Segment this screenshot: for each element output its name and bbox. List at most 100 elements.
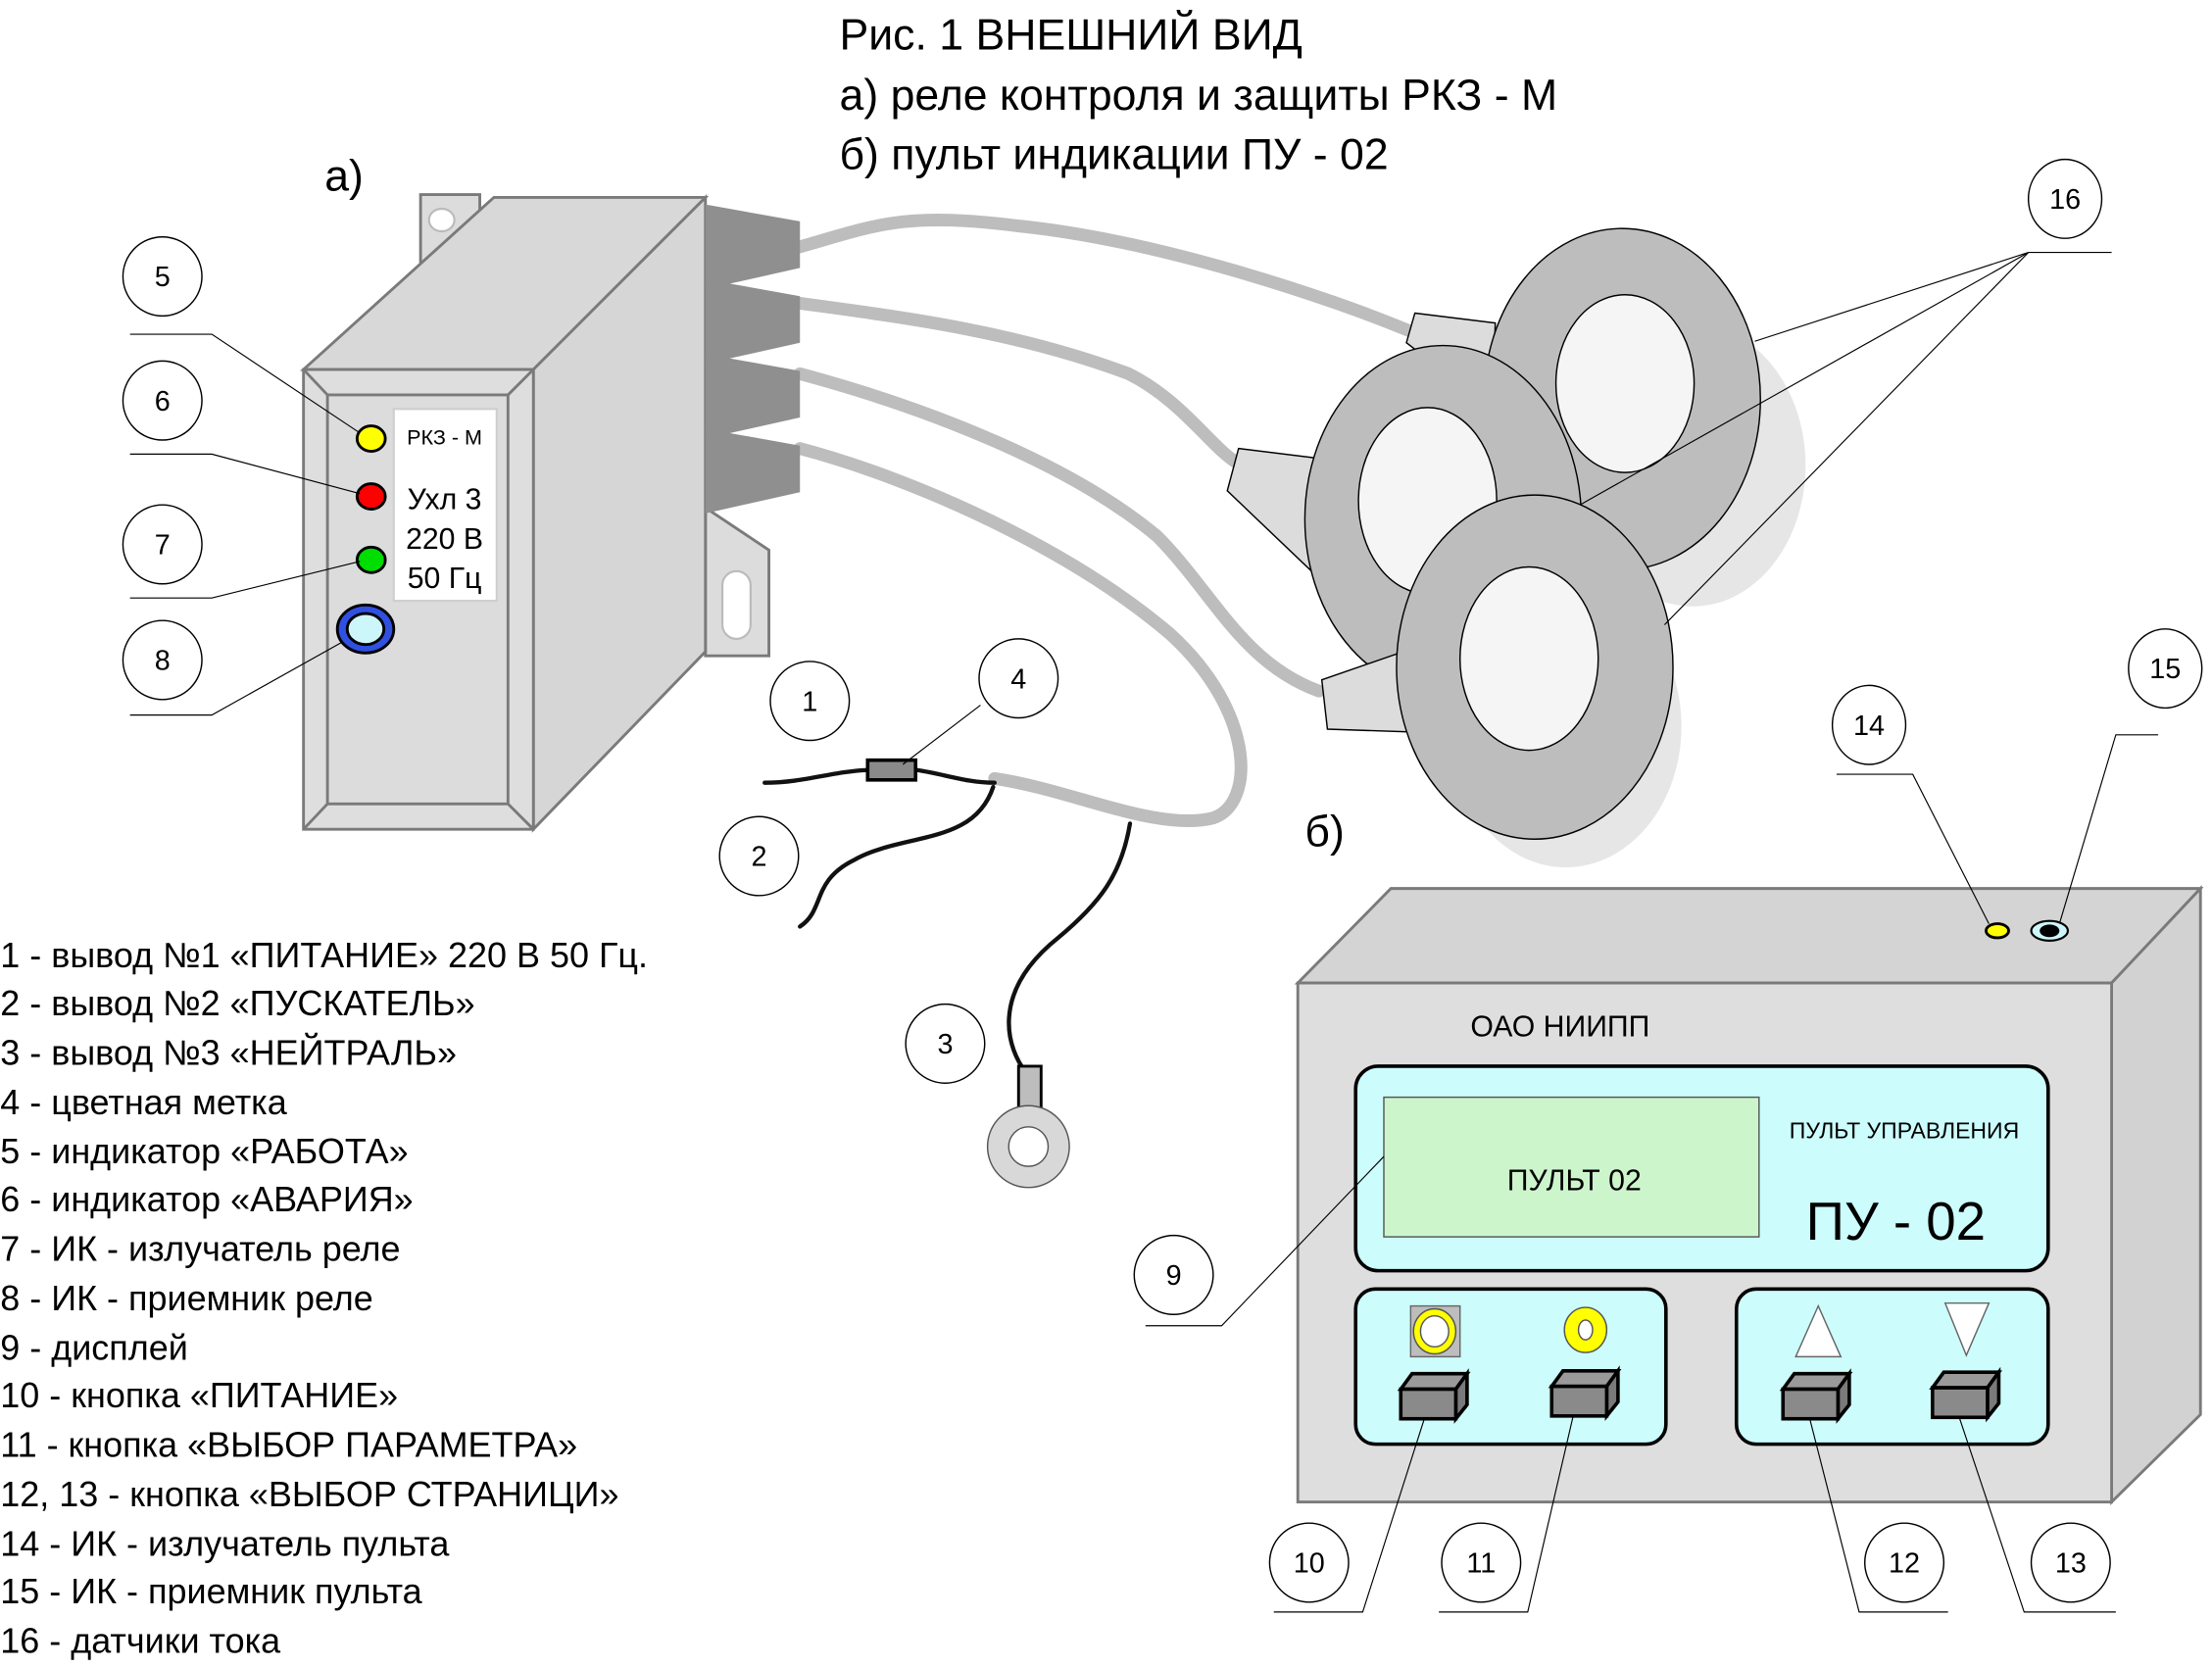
param-symbol-center (1577, 1319, 1594, 1341)
output-wires (762, 758, 1133, 1189)
legend-item: 14 - ИК - излучатель пульта (0, 1523, 449, 1563)
svg-text:15: 15 (2149, 654, 2181, 685)
mount-hole-right (720, 569, 752, 640)
wire-3-neutral (1007, 821, 1133, 1074)
ir-receiver-inner (345, 612, 386, 647)
legend-item: 1 - вывод №1 «ПИТАНИЕ» 220 В 50 Гц. (0, 935, 648, 975)
callout-16: 16 (2027, 158, 2103, 239)
ring-terminal-stem (1016, 1064, 1043, 1110)
power-symbol-center (1419, 1314, 1450, 1348)
legend-item: 3 - вывод №3 «НЕЙТРАЛЬ» (0, 1033, 457, 1073)
lcd-display-text: ПУЛЬТ 02 (1507, 1165, 1642, 1198)
callout-9: 9 (1133, 1234, 1214, 1315)
connector-2 (705, 278, 801, 365)
alarm-indicator-led (355, 482, 387, 511)
svg-text:9: 9 (1166, 1260, 1182, 1292)
legend: 1 - вывод №1 «ПИТАНИЕ» 220 В 50 Гц. 2 - … (0, 935, 648, 1660)
figure-title: Рис. 1 ВНЕШНИЙ ВИД а) реле контроля и за… (840, 9, 1558, 178)
callout-15: 15 (2128, 628, 2203, 710)
relay-model-label: РКЗ - М (407, 424, 482, 449)
current-sensors (1226, 227, 1806, 868)
panel-model-label: ПУ - 02 (1806, 1191, 1986, 1251)
cable-4 (793, 442, 1248, 828)
page-up-button[interactable] (1779, 1368, 1853, 1424)
callout-1: 1 (769, 661, 851, 742)
cable-2 (793, 296, 1249, 472)
section-label-a: а) (324, 152, 364, 200)
sensor-3-hole (1458, 565, 1599, 752)
title-line-1: Рис. 1 ВНЕШНИЙ ВИД (840, 9, 1303, 59)
svg-text:13: 13 (2055, 1548, 2087, 1580)
color-mark (865, 758, 918, 782)
svg-text:10: 10 (1294, 1548, 1325, 1580)
wire-1-power (762, 767, 870, 785)
relay-connectors (705, 204, 801, 514)
relay-frequency-label: 50 Гц (408, 563, 482, 595)
callout-12: 12 (1864, 1522, 1945, 1603)
callout-14: 14 (1831, 684, 1907, 765)
mount-hole-top (427, 207, 456, 233)
callout-11: 11 (1441, 1522, 1522, 1603)
page-down-arrow-icon (1943, 1301, 1991, 1357)
legend-item: 4 - цветная метка (0, 1082, 286, 1122)
legend-item: 10 - кнопка «ПИТАНИЕ» (0, 1375, 398, 1415)
right-button-group (1734, 1287, 2050, 1446)
ir-emitter-led (355, 545, 387, 574)
callout-8: 8 (122, 619, 203, 701)
ring-terminal-hole (1008, 1126, 1050, 1167)
wire-1-continue (914, 767, 997, 785)
legend-item: 8 - ИК - приемник реле (0, 1278, 373, 1318)
svg-text:1: 1 (802, 686, 817, 717)
callout-10: 10 (1268, 1522, 1350, 1603)
svg-text:7: 7 (155, 530, 171, 562)
page-down-button[interactable] (1929, 1366, 2002, 1423)
select-parameter-button[interactable] (1548, 1365, 1622, 1421)
svg-text:3: 3 (937, 1029, 953, 1060)
cable-3 (793, 367, 1326, 698)
callout-5: 5 (122, 236, 203, 318)
panel-side-face (2110, 884, 2202, 1506)
svg-text:5: 5 (155, 262, 171, 293)
relay-rkz-m: РКЗ - М Ухл 3 220 В 50 Гц (299, 193, 801, 833)
panel-ir-receiver-inner (2040, 924, 2060, 938)
sensor-cables (793, 214, 1417, 828)
callout-6: 6 (122, 360, 203, 441)
lcd-display[interactable] (1383, 1096, 1760, 1238)
panel-ir-emitter-led (1985, 922, 2010, 940)
control-panel-pu-02: ОАО НИИПП ПУЛЬТ 02 ПУЛЬТ УПРАВЛЕНИЯ ПУ -… (1294, 884, 2204, 1506)
connector-4 (705, 428, 801, 514)
section-label-b: б) (1304, 808, 1344, 856)
connector-3 (705, 354, 801, 439)
connector-1 (705, 204, 801, 290)
svg-text:2: 2 (751, 842, 766, 873)
legend-item: 15 - ИК - приемник пульта (0, 1571, 421, 1611)
svg-text:11: 11 (1466, 1548, 1496, 1580)
panel-maker-label: ОАО НИИПП (1470, 1011, 1649, 1044)
callout-13: 13 (2030, 1522, 2111, 1603)
legend-item: 2 - вывод №2 «ПУСКАТЕЛЬ» (0, 983, 474, 1023)
callout-markers: 5 6 7 8 1 4 2 3 16 14 15 9 10 11 12 13 (122, 158, 2203, 1603)
callout-2: 2 (718, 815, 800, 897)
callout-4: 4 (978, 638, 1059, 719)
legend-item: 6 - индикатор «АВАРИЯ» (0, 1179, 413, 1219)
legend-item: 12, 13 - кнопка «ВЫБОР СТРАНИЦИ» (0, 1474, 618, 1514)
relay-voltage-label: 220 В (406, 523, 483, 556)
legend-item: 7 - ИК - излучатель реле (0, 1229, 400, 1269)
panel-caption: ПУЛЬТ УПРАВЛЕНИЯ (1790, 1117, 2019, 1143)
svg-text:12: 12 (1889, 1548, 1920, 1580)
leader-lines (129, 252, 2159, 1613)
page-up-arrow-icon (1794, 1303, 1843, 1358)
svg-text:6: 6 (155, 386, 171, 417)
sensor-1-hole (1554, 294, 1696, 473)
legend-item: 16 - датчики тока (0, 1621, 280, 1661)
cable-1 (793, 214, 1417, 338)
callout-7: 7 (122, 504, 203, 585)
svg-text:8: 8 (155, 646, 171, 677)
relay-label-plate (392, 408, 498, 603)
title-line-2: а) реле контроля и защиты РКЗ - М (840, 72, 1558, 120)
relay-climate-label: Ухл 3 (408, 484, 482, 516)
power-button[interactable] (1397, 1368, 1471, 1424)
legend-item: 9 - дисплей (0, 1327, 188, 1367)
svg-text:4: 4 (1010, 663, 1026, 695)
